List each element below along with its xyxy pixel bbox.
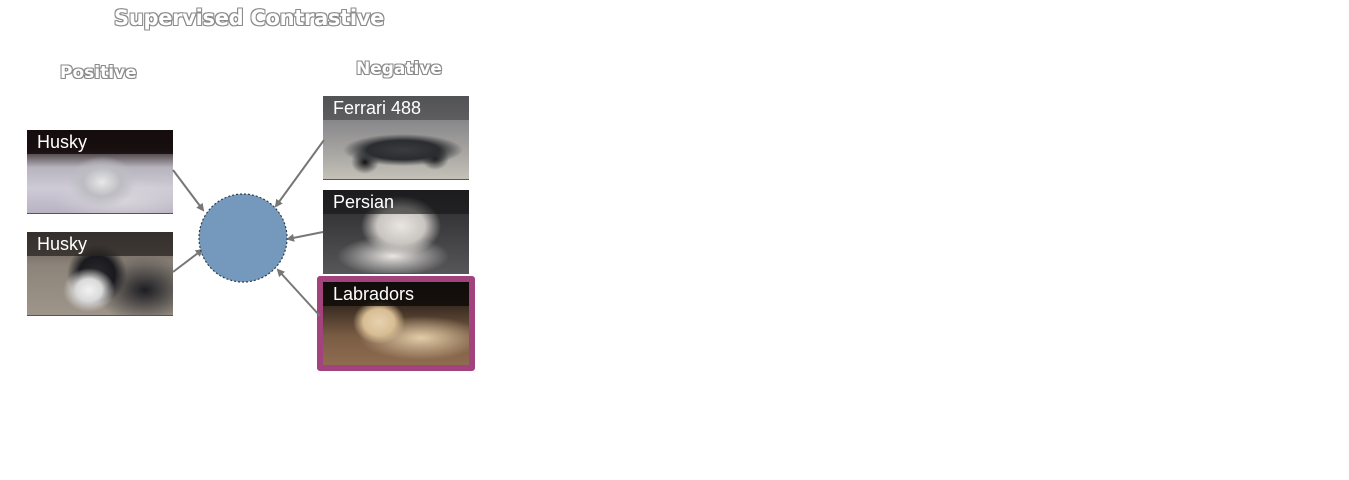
negative-sample-persian: Persian	[323, 190, 469, 274]
arrow-icon	[276, 268, 321, 317]
positive-column-label: Positive	[60, 63, 137, 83]
sample-label: Ferrari 488	[323, 96, 469, 120]
anchor-embedding-icon	[198, 193, 288, 283]
positive-sample-husky-2: Husky	[27, 232, 173, 316]
arrow-icon	[172, 169, 205, 212]
sample-label: Persian	[323, 190, 469, 214]
sample-label: Husky	[27, 130, 173, 154]
positive-sample-husky-1: Husky	[27, 130, 173, 214]
sample-label: Husky	[27, 232, 173, 256]
sample-label: Labradors	[323, 282, 469, 306]
arrow-icon	[274, 139, 325, 208]
arrow-icon	[286, 231, 324, 242]
highlight-frame	[317, 276, 475, 371]
negative-column-label: Negative	[356, 59, 442, 79]
arrow-icon	[172, 248, 204, 273]
negative-sample-labradors: Labradors	[323, 282, 469, 365]
negative-sample-ferrari: Ferrari 488	[323, 96, 469, 180]
diagram-title: Supervised Contrastive	[114, 6, 385, 30]
